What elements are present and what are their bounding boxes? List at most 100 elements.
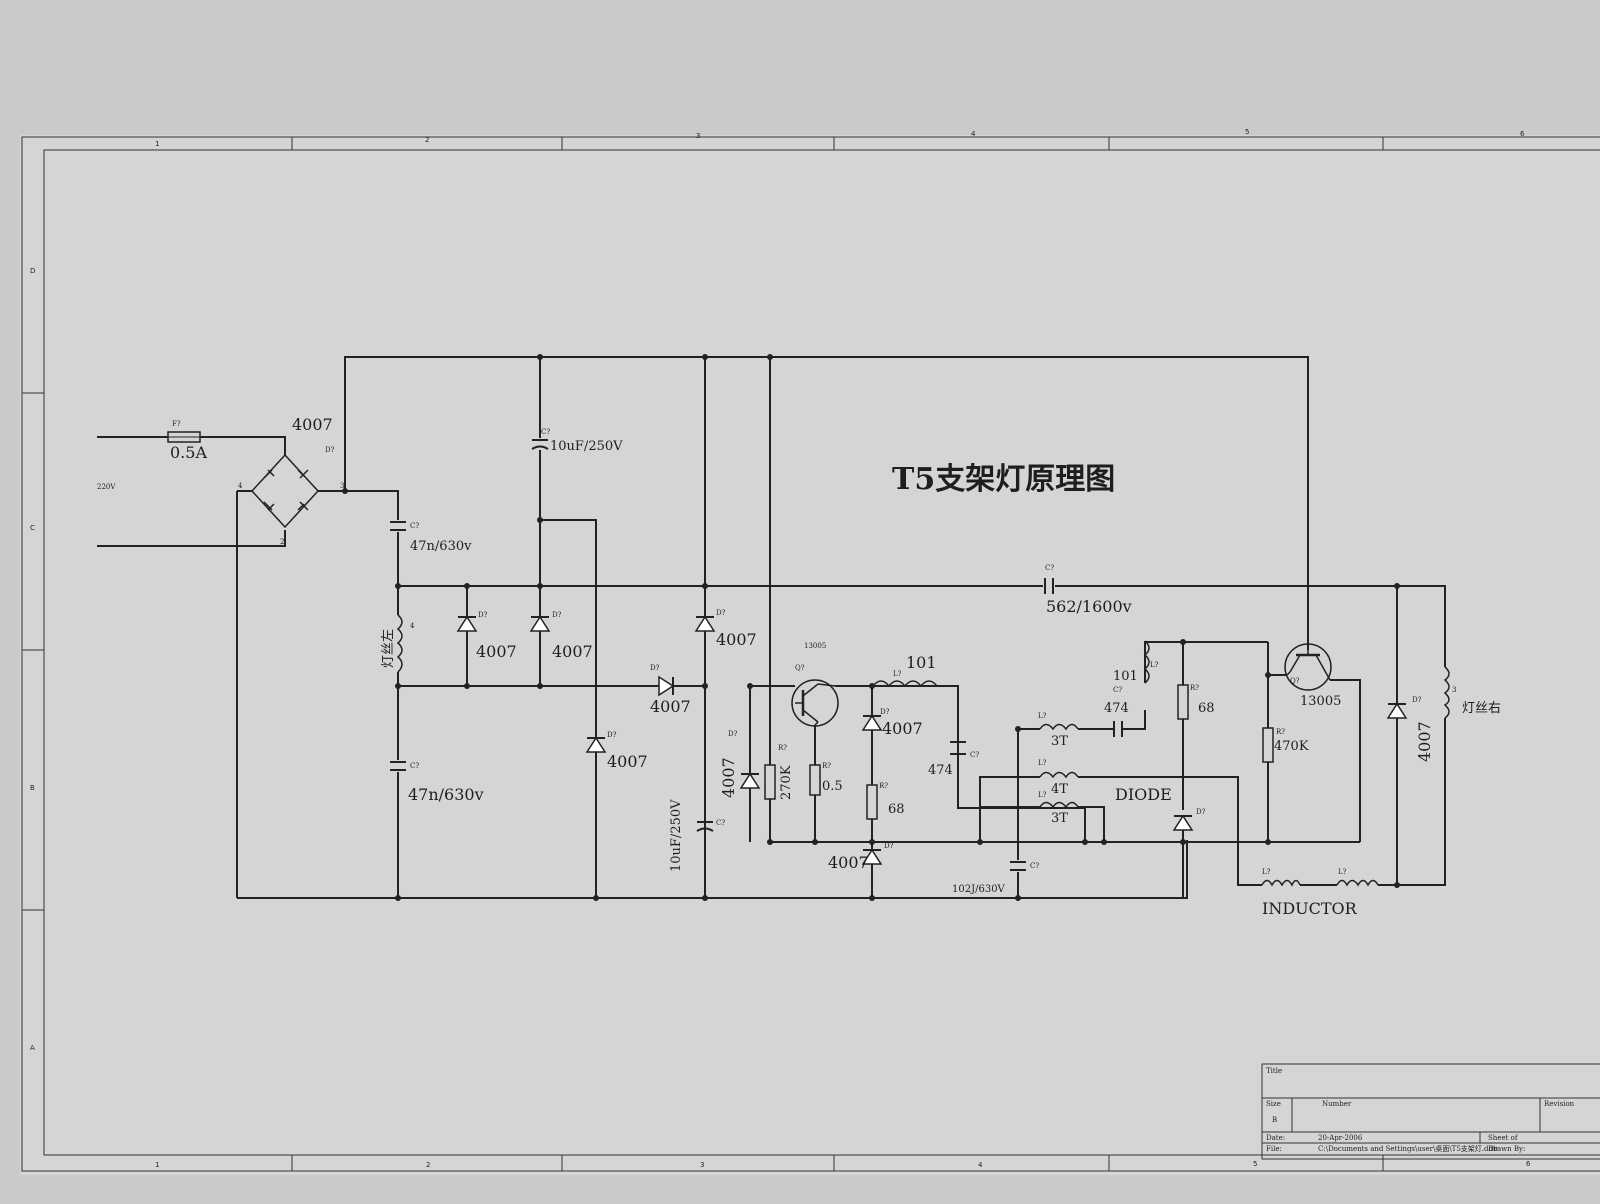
labels: T5支架灯原理图 F? 0.5A 220V 4007 D? 4 3 2 C? 4… [97, 415, 1501, 918]
l101b-ref: L? [1150, 661, 1159, 669]
d4-value: 4007 [650, 697, 691, 716]
c102-ref: C? [1030, 862, 1039, 870]
diode-d3-symbol [694, 615, 716, 632]
mains-voltage: 220V [97, 483, 116, 491]
d7-ref: D? [880, 708, 890, 716]
title-block-text: Title Size B Number Revision Date: 20-Ap… [1266, 1067, 1575, 1153]
r270-value: 270K [779, 765, 794, 800]
zone-row-c: C [30, 524, 35, 532]
r68a-value: 68 [888, 802, 905, 817]
l101a-ref: L? [893, 670, 902, 678]
zone-col-5-top: 5 [1245, 128, 1249, 136]
d3-value: 4007 [716, 630, 757, 649]
tb-size-value: B [1272, 1116, 1277, 1124]
zone-col-2-top: 2 [425, 136, 429, 144]
t3a-value: 3T [1051, 734, 1068, 749]
cap-electrolytic-1-symbol [531, 439, 549, 450]
cap-bottom-value: 47n/630v [408, 785, 484, 804]
e1-value: 10uF/250V [550, 439, 623, 454]
d6-value: 4007 [719, 757, 738, 798]
filament-left-pin: 4 [410, 622, 415, 630]
fuse-symbol [167, 431, 201, 443]
d1-ref: D? [478, 611, 488, 619]
resistor-68a [866, 784, 878, 820]
zone-col-3-top: 3 [696, 132, 700, 140]
resistor-270k [764, 764, 776, 800]
diode-label: DIODE [1115, 785, 1172, 804]
zone-row-d: D [30, 267, 35, 275]
e2-ref: C? [716, 819, 725, 827]
bridge-pin-4: 4 [238, 482, 243, 490]
diode-d9-symbol [1386, 702, 1408, 719]
c474b-ref: C? [1113, 686, 1122, 694]
c102-value: 102J/630V [952, 884, 1006, 895]
cap-hv-value: 562/1600v [1046, 597, 1132, 616]
filament-left-coil [396, 614, 403, 673]
d4-ref: D? [650, 664, 660, 672]
e1-ref: C? [541, 428, 550, 436]
d2-value: 4007 [552, 642, 593, 661]
c474a-value: 474 [928, 763, 953, 778]
cap-47n-bottom-symbol [390, 761, 406, 771]
r05-ref: R? [822, 762, 831, 770]
cap-top-ref: C? [410, 522, 419, 530]
bridge-pin-3: 3 [340, 482, 344, 490]
tb-title-label: Title [1266, 1067, 1282, 1075]
filament-right-pin: 3 [1452, 686, 1456, 694]
transistor-q1-symbol [791, 679, 839, 727]
tb-sheet-label: Sheet of [1488, 1134, 1519, 1142]
schematic-title: T5支架灯原理图 [892, 462, 1115, 497]
resistors [764, 684, 1274, 820]
diode-d5-symbol [585, 736, 607, 753]
filament-right-label: 灯丝右 [1462, 701, 1501, 716]
e2-value: 10uF/250V [669, 799, 684, 872]
cap-47n-top-symbol [390, 521, 406, 531]
r270-ref: R? [778, 744, 787, 752]
r470-value: 470K [1274, 739, 1309, 754]
paper [20, 135, 1600, 1175]
bridge-ref: D? [325, 446, 335, 454]
zone-col-2-bot: 2 [426, 1161, 430, 1169]
tb-number-label: Number [1322, 1100, 1352, 1108]
d3-ref: D? [716, 609, 726, 617]
zone-row-b: B [30, 784, 35, 792]
outer-border [21, 136, 1600, 1172]
tb-date-value: 20-Apr-2006 [1318, 1134, 1363, 1142]
tb-file-value: C:\Documents and Settings\user\桌面\T5支架灯.… [1318, 1144, 1498, 1153]
inductor-1 [1261, 879, 1301, 887]
r68b-ref: R? [1190, 684, 1199, 692]
c474a-ref: C? [970, 751, 979, 759]
tb-revision-label: Revision [1544, 1100, 1575, 1108]
cap-electrolytic-2-symbol [696, 821, 714, 832]
tb-drawn-label: Drawn By: [1488, 1145, 1525, 1153]
inductor-2 [1336, 879, 1379, 887]
coil-101b [1143, 640, 1150, 684]
junctions [342, 354, 1400, 901]
q2-ref: Q? [1290, 677, 1300, 685]
zone-col-1-top: 1 [155, 140, 159, 148]
diode-signal-symbol [1172, 814, 1194, 831]
d9-ref: D? [1412, 696, 1422, 704]
coil-3t-a [1039, 723, 1079, 731]
q1-ref: Q? [795, 664, 805, 672]
cap-474a-symbol [950, 741, 966, 755]
d8-ref: D? [884, 842, 894, 850]
zone-labels: 1 2 3 4 5 6 1 2 3 4 5 6 D C B A [30, 128, 1531, 1169]
l101b-value: 101 [1113, 669, 1138, 684]
t4-value: 4T [1051, 782, 1068, 797]
c474b-value: 474 [1104, 701, 1129, 716]
d7-value: 4007 [882, 719, 923, 738]
diode-d8-symbol [861, 848, 883, 865]
d5-value: 4007 [607, 752, 648, 771]
cap-474b-symbol [1113, 721, 1123, 737]
coil-3t-b [1039, 801, 1079, 809]
r470-ref: R? [1276, 728, 1285, 736]
t3b-ref: L? [1038, 791, 1047, 799]
bridge-pin-2: 2 [280, 538, 284, 546]
zone-col-4-bot: 4 [978, 1161, 983, 1169]
d6-ref: D? [728, 730, 738, 738]
transistor-q2-symbol [1284, 643, 1332, 691]
d2-ref: D? [552, 611, 562, 619]
